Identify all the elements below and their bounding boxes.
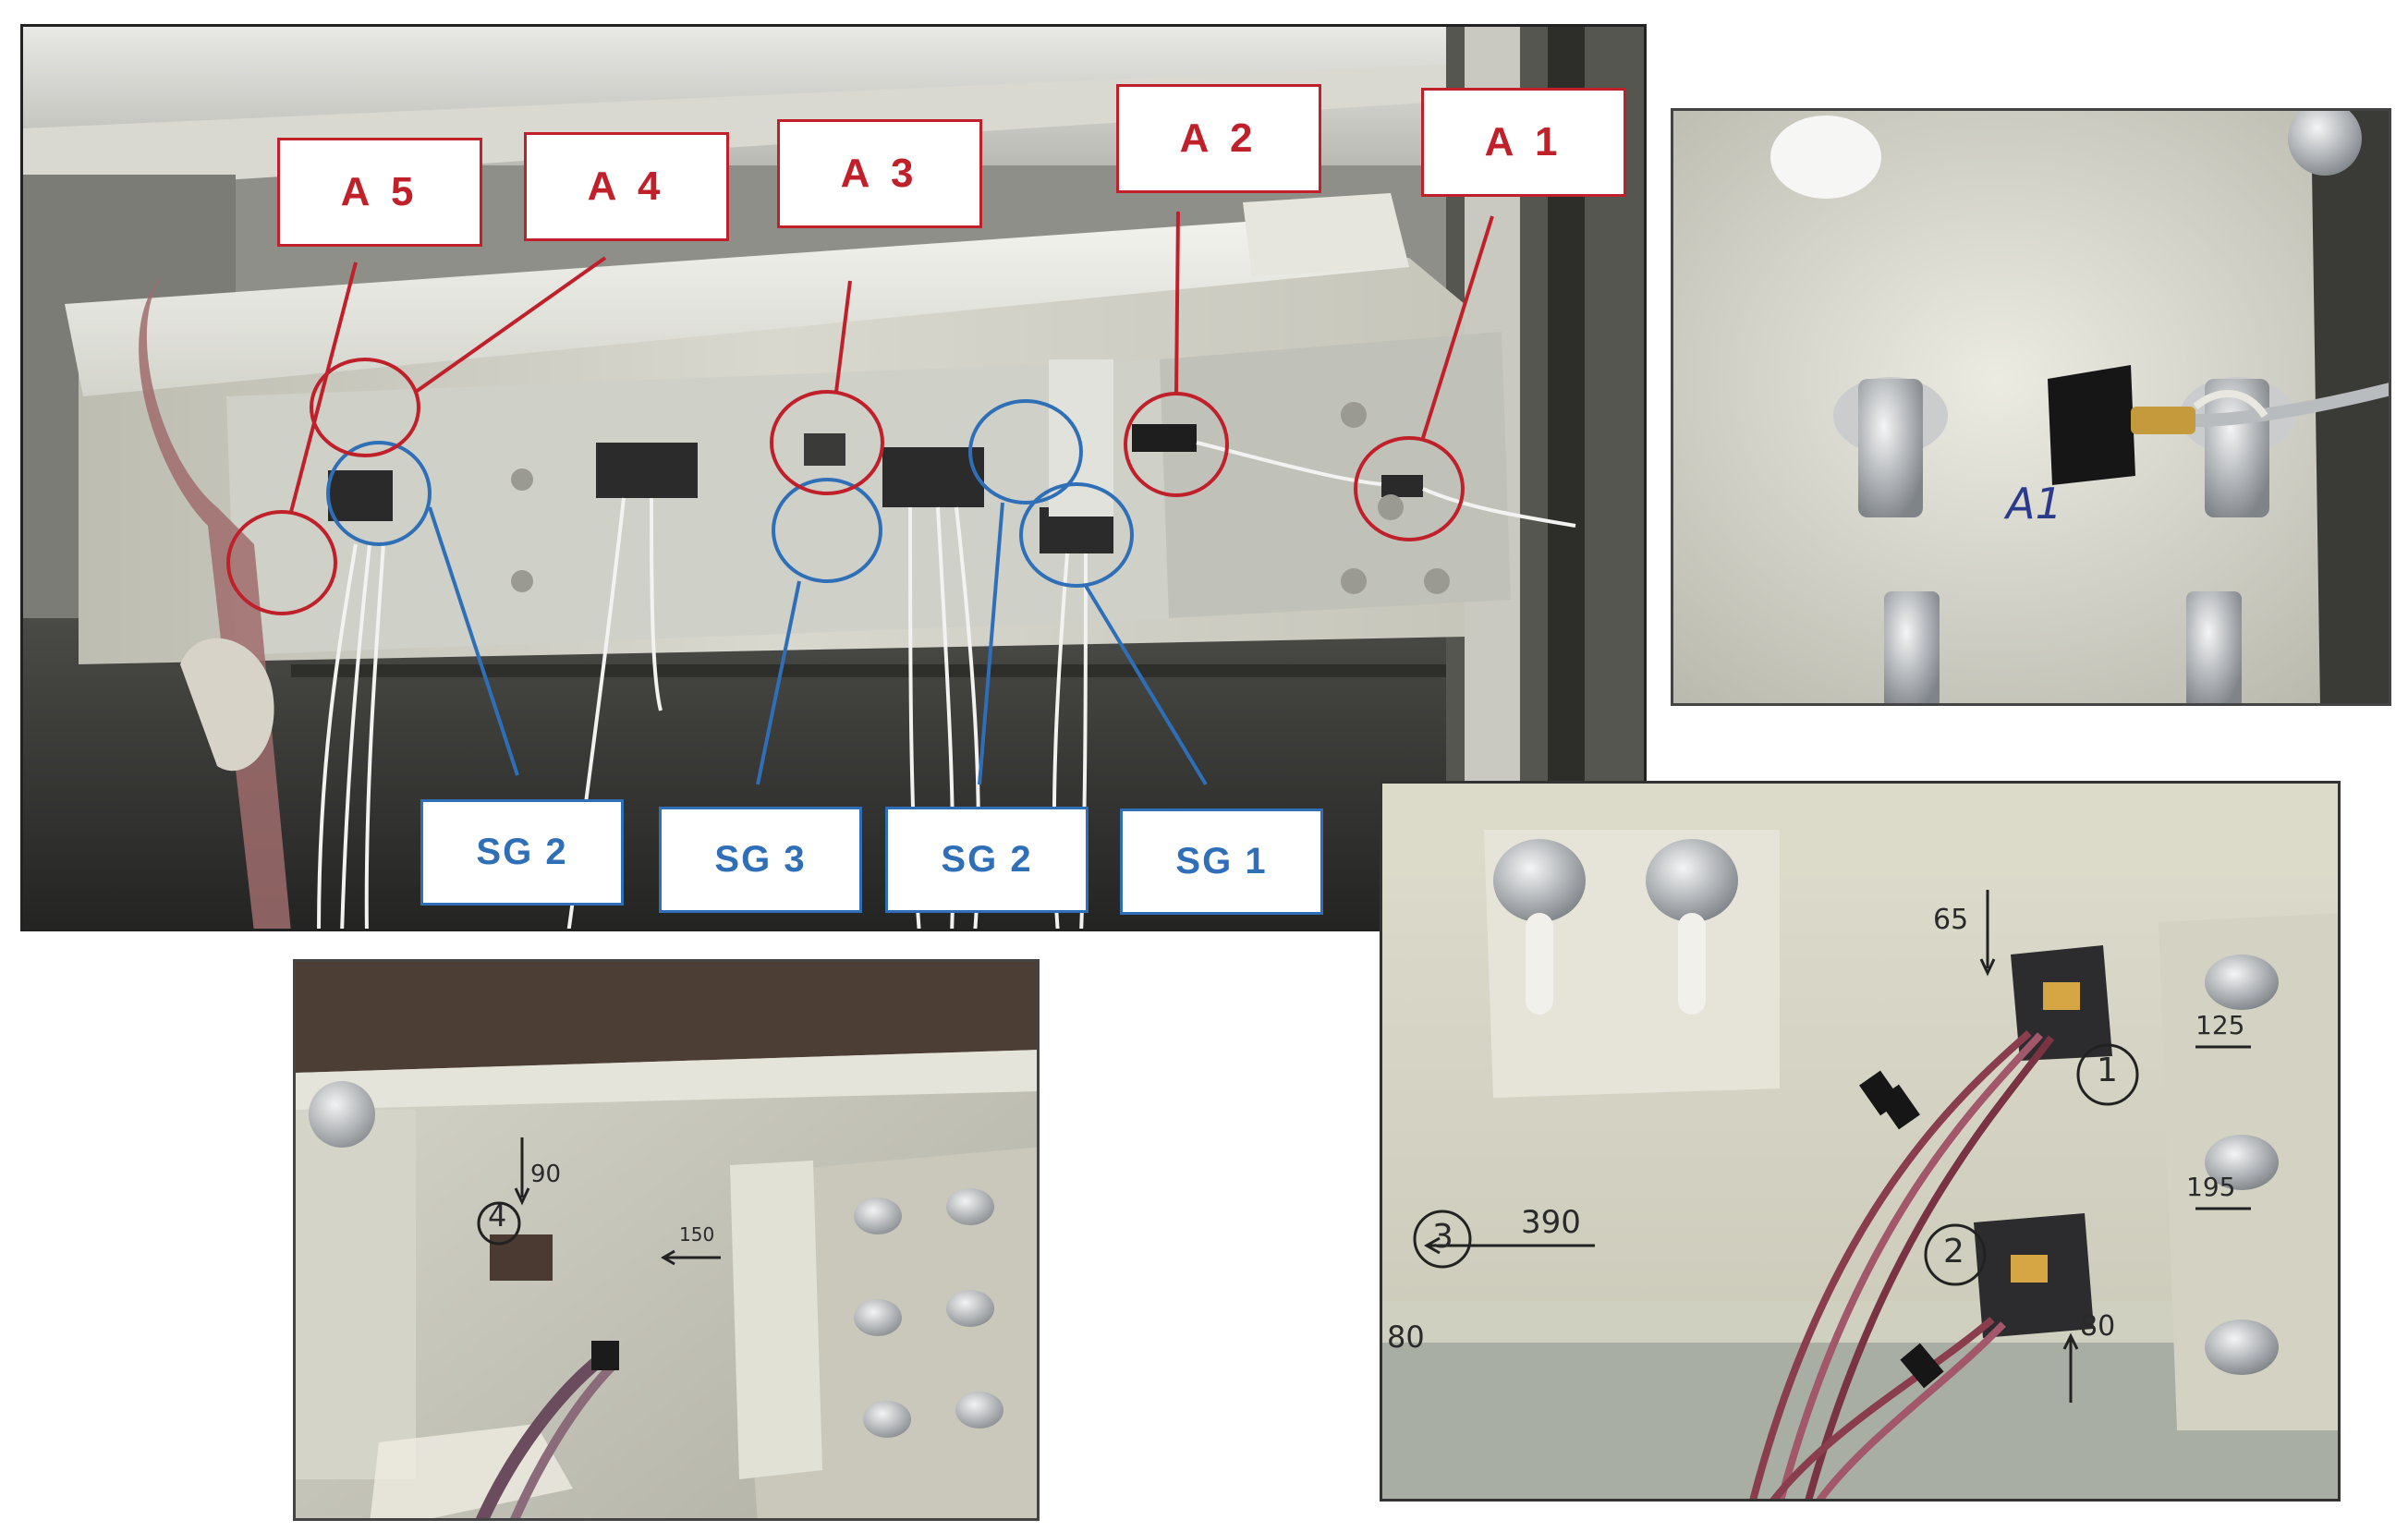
strain-gauge-label-sg3: SG 3 — [659, 807, 862, 913]
accelerometer-label-a3: A 3 — [777, 119, 982, 228]
accelerometer-label-a1: A 1 — [1421, 88, 1626, 197]
strain-gauge-4-scene — [296, 962, 1037, 1518]
handwritten-gauge-1: 1 — [2097, 1052, 2118, 1089]
main-sensor-photo: A 5 A 4 A 3 A 2 A 1 SG 2 SG 3 SG 2 SG 1 — [20, 24, 1647, 931]
handwritten-gauge-3: 3 — [1432, 1218, 1453, 1256]
handwritten-dim-80-left: 80 — [1387, 1319, 1425, 1355]
strain-gauges-1-2-3-photo: 1 2 3 65 125 195 390 80 80 — [1380, 781, 2341, 1502]
accelerometer-closeup-scene — [1673, 111, 2389, 703]
strain-gauge-label-sg1: SG 1 — [1120, 809, 1323, 915]
handwritten-dim-390: 390 — [1521, 1204, 1581, 1241]
accelerometer-label-a5: A 5 — [277, 138, 482, 247]
handwritten-dim-125: 125 — [2195, 1010, 2245, 1040]
accelerometer-label-a2: A 2 — [1116, 84, 1321, 193]
handwritten-gauge-4: 4 — [488, 1198, 507, 1234]
strain-gauges-1-2-3-scene — [1382, 784, 2338, 1499]
handwritten-a1-marking: A1 — [2006, 479, 2062, 529]
strain-gauge-4-photo: 4 90 150 — [293, 959, 1040, 1521]
strain-gauge-label-sg2-left: SG 2 — [420, 799, 624, 906]
accelerometer-label-a4: A 4 — [524, 132, 729, 241]
handwritten-dim-90: 90 — [530, 1161, 562, 1188]
handwritten-dim-80-bottom: 80 — [2080, 1310, 2116, 1343]
handwritten-dim-150: 150 — [679, 1223, 715, 1246]
handwritten-gauge-2: 2 — [1943, 1233, 1964, 1271]
accelerometer-closeup-photo: A1 — [1671, 108, 2391, 706]
strain-gauge-label-sg2-right: SG 2 — [885, 807, 1088, 913]
handwritten-dim-65: 65 — [1933, 904, 1969, 936]
handwritten-dim-195: 195 — [2186, 1172, 2236, 1202]
